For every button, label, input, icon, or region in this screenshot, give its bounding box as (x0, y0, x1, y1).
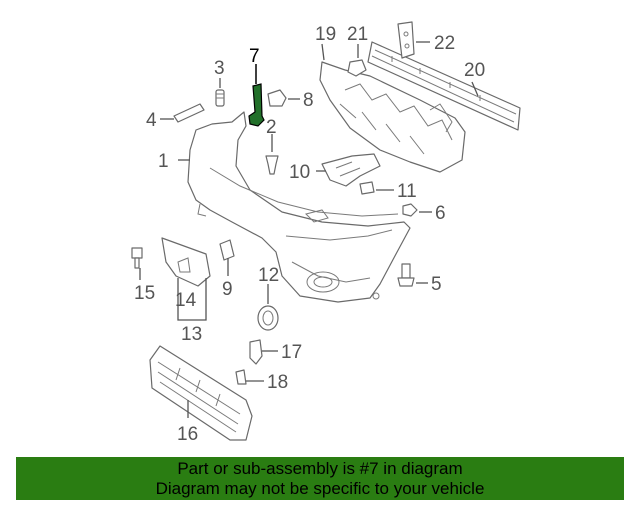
callout-numbers: 1 2 3 4 5 6 7 8 9 10 11 12 13 14 15 16 1… (134, 24, 485, 445)
part-7-bracket (248, 83, 265, 127)
callout-11: 11 (397, 181, 417, 202)
part-3-clip (215, 89, 225, 107)
callout-17: 17 (281, 342, 302, 363)
part-11-bolt (359, 181, 375, 195)
part-1-bumper-cover (187, 111, 411, 303)
part-18-clip (235, 369, 247, 385)
part-6-nut (402, 203, 418, 217)
callout-15: 15 (134, 283, 155, 304)
banner-line-2: Diagram may not be specific to your vehi… (155, 479, 485, 498)
callout-22: 22 (434, 33, 455, 54)
part-22-bracket (397, 21, 415, 59)
callout-16: 16 (177, 424, 198, 445)
callout-8: 8 (303, 90, 314, 111)
callout-19: 19 (315, 24, 336, 45)
info-banner: Part or sub-assembly is #7 in diagram Di… (16, 457, 624, 500)
part-10-bracket (321, 153, 381, 187)
callout-12: 12 (258, 265, 279, 286)
callout-4: 4 (146, 110, 157, 131)
callout-20: 20 (464, 60, 485, 81)
callout-10: 10 (289, 162, 310, 183)
part-5-bolt (397, 263, 415, 287)
part-2-fastener (265, 155, 279, 175)
part-21-nut (347, 59, 367, 77)
callout-13: 13 (181, 324, 202, 345)
part-16-grille (149, 345, 253, 441)
callout-21: 21 (347, 24, 368, 45)
callout-2: 2 (266, 117, 277, 138)
callout-14: 14 (175, 290, 197, 311)
callout-6: 6 (435, 203, 446, 224)
callout-7: 7 (249, 46, 260, 67)
parts-diagram: 1 2 3 4 5 6 7 8 9 10 11 12 13 14 15 16 1… (131, 21, 521, 445)
part-17-clip (249, 339, 263, 365)
callout-9: 9 (222, 279, 233, 300)
part-20-reinforcement-beam (367, 41, 521, 131)
part-19-energy-absorber (319, 61, 466, 173)
part-8-clip (267, 89, 287, 107)
callout-1: 1 (158, 151, 169, 172)
callout-3: 3 (214, 58, 225, 79)
part-14-bracket (161, 237, 211, 287)
part-15-bolt (131, 247, 143, 269)
callout-5: 5 (431, 274, 442, 295)
part-9-clip (219, 239, 235, 261)
part-4-strip (173, 103, 205, 123)
leader-lines (139, 41, 479, 418)
banner-line-1: Part or sub-assembly is #7 in diagram (177, 459, 463, 478)
callout-18: 18 (267, 372, 288, 393)
part-12-fog-lamp-ring (257, 305, 279, 331)
